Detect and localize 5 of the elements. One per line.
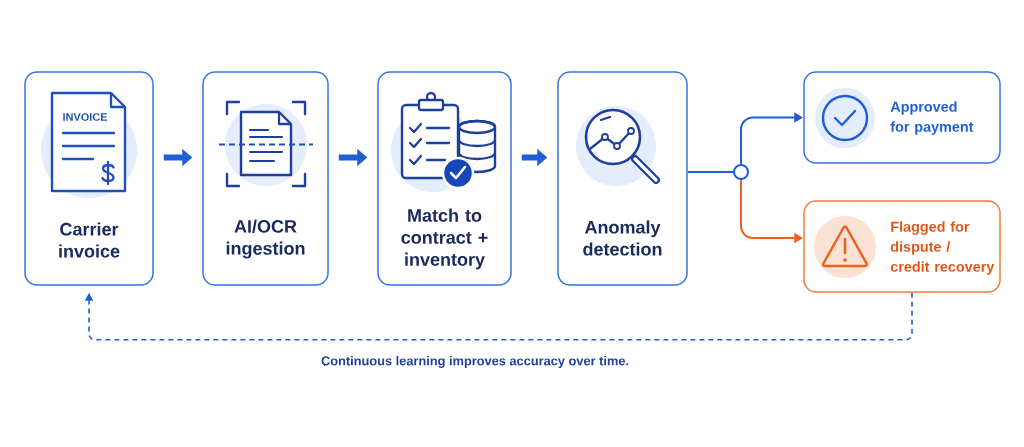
dashed-arrow [84, 291, 913, 341]
document-title: INVOICE [63, 113, 108, 121]
edge-label: Continuous learning improves accuracy over time. [319, 354, 631, 370]
junction-dot [733, 164, 749, 180]
connector-line [686, 171, 734, 173]
